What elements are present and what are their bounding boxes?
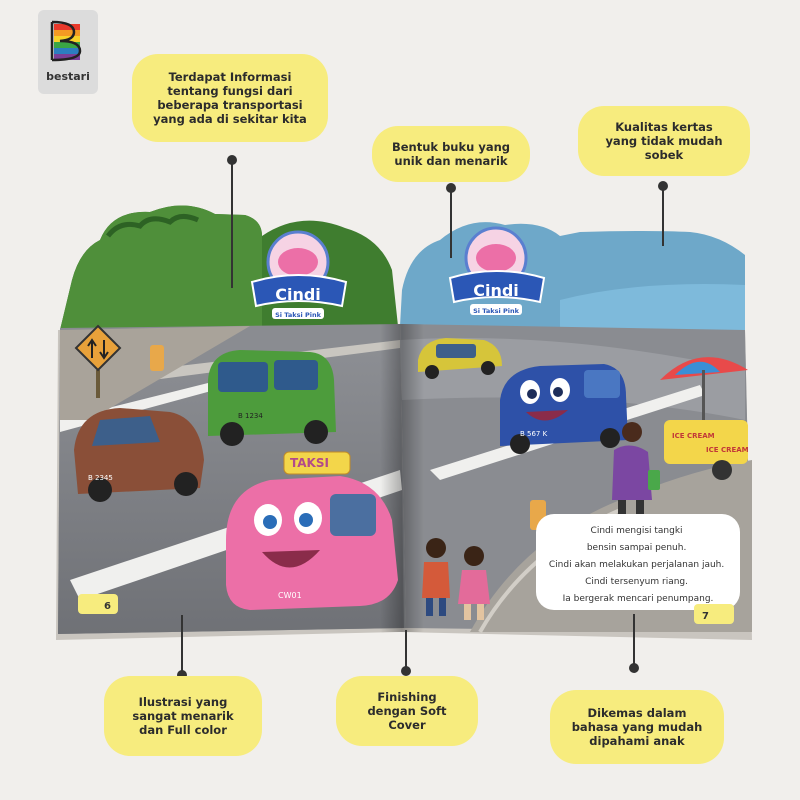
yellow-car — [418, 338, 502, 379]
callout-finishing-line-3: Cover — [388, 718, 426, 732]
brand-name: bestari — [46, 70, 90, 83]
callout-paper: Kualitas kertas yang tidak mudah sobek — [578, 106, 750, 176]
pointer-dot-finishing — [401, 666, 411, 676]
callout-illustration-line-3: dan Full color — [139, 723, 227, 737]
green-van-plate: B 1234 — [238, 412, 263, 420]
green-van: B 1234 — [208, 350, 336, 446]
svg-text:6: 6 — [104, 601, 111, 612]
callout-paper-line-2: yang tidak mudah — [605, 134, 723, 148]
pointer-line-illustration — [181, 615, 183, 675]
pointer-dot-info — [227, 155, 237, 165]
pointer-line-info — [231, 160, 233, 288]
title-badge-right: Cindi Si Taksi Pink — [448, 226, 546, 315]
callout-shape: Bentuk buku yang unik dan menarik — [372, 126, 530, 182]
page-number-right: 7 — [694, 604, 734, 624]
ice-cream-label-1: ICE CREAM — [672, 432, 715, 440]
taxi-plate: CW01 — [278, 591, 302, 600]
story-line-1: Cindi mengisi tangki — [591, 526, 683, 536]
pointer-dot-shape — [446, 183, 456, 193]
callout-paper-line-1: Kualitas kertas — [615, 120, 713, 134]
brown-car-plate: B 2345 — [88, 474, 113, 482]
story-line-5: Ia bergerak mencari penumpang. — [563, 594, 714, 604]
story-line-2: bensin sampai penuh. — [587, 543, 687, 553]
bestari-logo: bestari — [38, 10, 98, 94]
story-line-3: Cindi akan melakukan perjalanan jauh. — [549, 560, 724, 570]
brown-car: B 2345 — [74, 408, 204, 502]
callout-finishing: Finishing dengan Soft Cover — [336, 676, 478, 746]
callout-language: Dikemas dalam bahasa yang mudah dipahami… — [550, 690, 724, 764]
callout-info-line-3: beberapa transportasi — [157, 98, 303, 112]
ice-cream-label-2: ICE CREAM — [706, 446, 749, 454]
pointer-dot-language — [629, 663, 639, 673]
pink-taxi: TAKSI CW01 — [226, 451, 398, 610]
traffic-sign — [74, 324, 122, 398]
callout-info: Terdapat Informasi tentang fungsi dari b… — [132, 54, 328, 142]
svg-text:7: 7 — [702, 611, 709, 622]
callout-shape-line-1: Bentuk buku yang — [391, 140, 511, 154]
title-badge-left: Cindi Si Taksi Pink — [250, 230, 348, 319]
callout-language-line-3: dipahami anak — [589, 734, 685, 748]
pointer-line-shape — [450, 188, 452, 258]
pointer-line-paper — [662, 186, 664, 246]
callout-language-line-1: Dikemas dalam — [587, 706, 687, 720]
badge-left-sub: Si Taksi Pink — [275, 311, 321, 319]
pointer-line-language — [633, 614, 635, 668]
callout-illustration-line-2: sangat menarik — [132, 709, 234, 723]
callout-illustration-line-1: Ilustrasi yang — [138, 695, 228, 709]
badge-left-name: Cindi — [275, 285, 321, 304]
callout-language-line-2: bahasa yang mudah — [571, 720, 703, 734]
badge-right-sub: Si Taksi Pink — [473, 307, 519, 315]
callout-finishing-line-2: dengan Soft — [367, 704, 447, 718]
bestari-logo-mark — [50, 20, 82, 62]
blue-van: B 567 K — [500, 364, 628, 454]
page-number-left: 6 — [78, 594, 118, 614]
taxi-sign: TAKSI — [290, 456, 329, 470]
ice-cream-cart: ICE CREAM ICE CREAM — [660, 357, 749, 480]
callout-shape-line-2: unik dan menarik — [394, 154, 508, 168]
badge-right-name: Cindi — [473, 281, 519, 300]
pointer-line-finishing — [405, 630, 407, 672]
callout-info-line-1: Terdapat Informasi — [168, 70, 292, 84]
woman-figure — [612, 422, 660, 522]
pointer-dot-paper — [658, 181, 668, 191]
story-box: Cindi mengisi tangki bensin sampai penuh… — [536, 514, 740, 610]
kids-figures — [422, 538, 490, 620]
callout-info-line-4: yang ada di sekitar kita — [153, 112, 307, 126]
callout-info-line-2: tentang fungsi dari — [167, 84, 293, 98]
pointer-dot-illustration — [177, 670, 187, 680]
callout-finishing-line-1: Finishing — [377, 690, 437, 704]
callout-illustration: Ilustrasi yang sangat menarik dan Full c… — [104, 676, 262, 756]
story-line-4: Cindi tersenyum riang. — [585, 577, 688, 587]
blue-van-plate: B 567 K — [520, 430, 548, 438]
svg-text:Cindi mengisi tangki ben: Cindi mengisi tangki bensin sampai penuh… — [549, 526, 727, 604]
callout-paper-line-3: sobek — [644, 148, 684, 162]
